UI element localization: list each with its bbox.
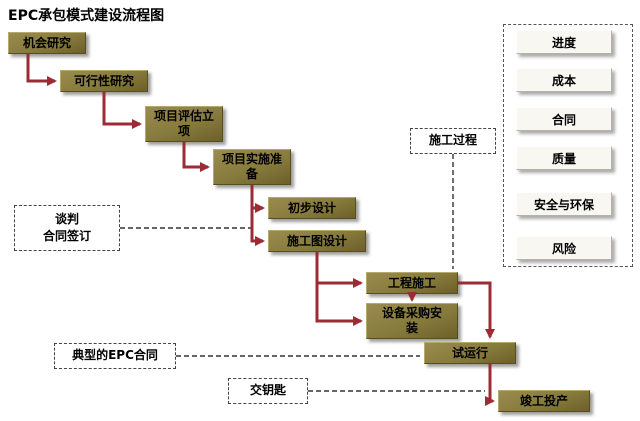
annotation-turnkey: 交钥匙 <box>228 378 308 404</box>
annotation-typical-epc-contract: 典型的EPC合同 <box>54 343 176 369</box>
flow-step-feasibility-study: 可行性研究 <box>60 70 148 92</box>
panel-item-risk: 风险 <box>516 236 612 260</box>
flow-step-construction-drawing-design: 施工图设计 <box>268 230 366 252</box>
flow-step-completion-production: 竣工投产 <box>498 390 590 412</box>
arrow-step1-to-step2 <box>26 54 57 86</box>
arrow-step3-to-step4 <box>182 142 210 172</box>
annotation-construction-process: 施工过程 <box>410 128 496 154</box>
arrow-design-to-procurement <box>315 283 363 326</box>
diagram-title: EPC承包模式建设流程图 <box>8 8 165 24</box>
arrow-construction-to-trial-run <box>458 281 495 339</box>
management-elements-panel <box>503 24 633 267</box>
arrow-step4-to-drawing-design <box>250 208 265 246</box>
panel-item-cost: 成本 <box>516 68 612 92</box>
flow-step-preliminary-design: 初步设计 <box>268 197 356 219</box>
annotation-negotiation-contract-signing: 谈判 合同签订 <box>14 205 120 251</box>
annotation-negotiation-line1: 谈判 <box>54 211 79 226</box>
panel-item-schedule: 进度 <box>516 30 612 54</box>
panel-item-contract: 合同 <box>516 107 612 131</box>
arrow-design-to-construction <box>315 252 363 288</box>
flow-step-implementation-preparation: 项目实施准备 <box>213 149 291 185</box>
annotation-negotiation-line2: 合同签订 <box>42 229 91 243</box>
panel-item-quality: 质量 <box>516 146 612 170</box>
flow-step-equipment-procurement-install: 设备采购安装 <box>366 303 458 339</box>
arrow-step4-to-preliminary-design <box>250 185 265 213</box>
flow-step-trial-run: 试运行 <box>424 342 516 364</box>
flow-step-project-evaluation-approval: 项目评估立项 <box>145 106 223 142</box>
arrow-trial-run-to-completion <box>485 364 495 406</box>
panel-item-safety-environment: 安全与环保 <box>516 192 612 216</box>
arrow-step2-to-step3 <box>102 92 142 129</box>
flow-step-engineering-construction: 工程施工 <box>366 272 458 294</box>
flow-step-opportunity-study: 机会研究 <box>8 32 86 54</box>
